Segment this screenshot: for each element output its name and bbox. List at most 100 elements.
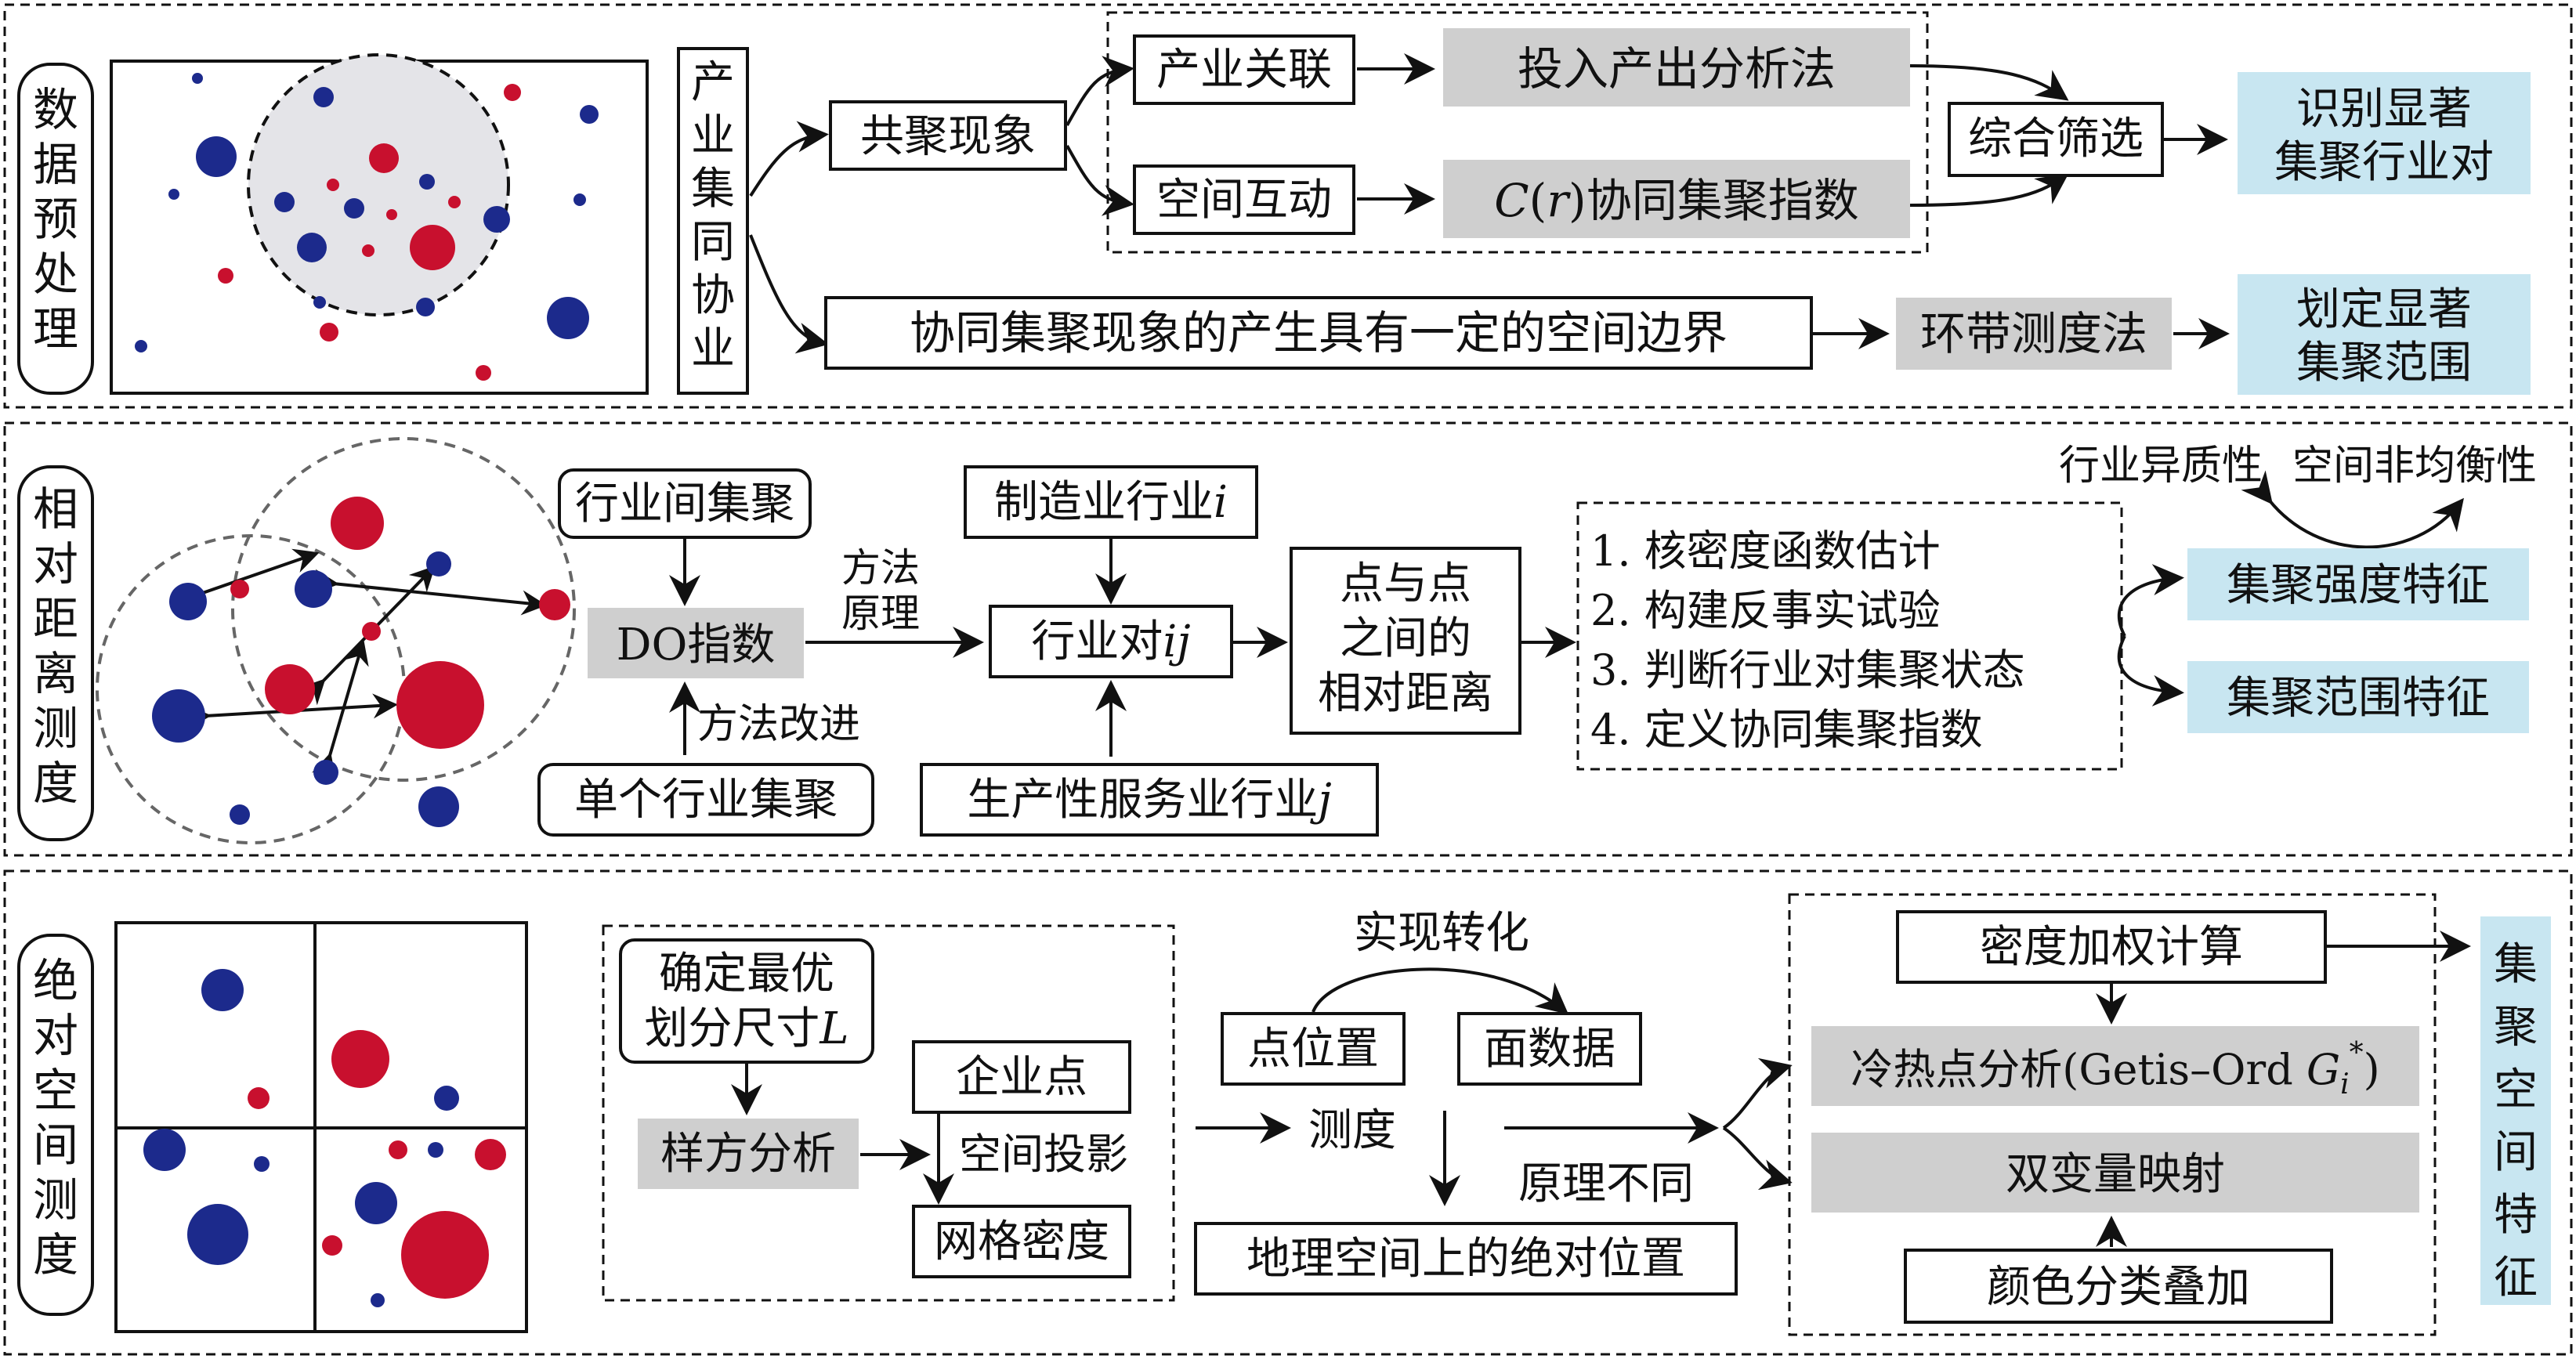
point [274, 192, 295, 212]
s2-title-c4: 测 [33, 702, 78, 755]
spatial-feature-box [2480, 916, 2551, 1305]
abs-position-text: 地理空间上的绝对位置 [1246, 1234, 1685, 1285]
area-data-text: 面数据 [1484, 1024, 1615, 1075]
realize-text: 实现转化 [1354, 908, 1529, 959]
point [475, 1139, 506, 1170]
s1-title-c0: 数 [33, 83, 78, 136]
point-position-text: 点位置 [1247, 1024, 1379, 1075]
s1-vl-c1: 业 [691, 110, 735, 161]
comprehensive-text: 综合筛选 [1968, 114, 2144, 164]
point [344, 198, 364, 219]
point [410, 225, 455, 270]
grid-density-box [912, 1205, 1131, 1278]
grid-density-text: 网格密度 [934, 1216, 1109, 1267]
s3-sf-c1: 聚 [2494, 1002, 2538, 1053]
optimal-2-text: 划分尺寸L [644, 1003, 848, 1054]
manufacturing-box [964, 465, 1258, 539]
point [580, 105, 599, 124]
point [295, 570, 332, 608]
s2-title-c2: 距 [33, 592, 78, 645]
point-dist-1: 点与点 [1340, 558, 1471, 609]
arrow-to-spatial-interaction [1065, 145, 1134, 216]
s3-title-c2: 空 [33, 1064, 78, 1117]
point-distance-box [1290, 547, 1521, 735]
pair-text: 行业对ij [1031, 616, 1190, 667]
do-index-text: DO指数 [617, 620, 776, 670]
industry-link-text: 产业关联 [1156, 45, 1332, 96]
point [230, 804, 250, 825]
method-improve-text: 方法改进 [697, 701, 860, 748]
principle-diff-text: 原理不同 [1518, 1158, 1694, 1209]
preprocess-points [135, 73, 599, 381]
range-circle-left [96, 534, 406, 844]
s3-title-c5: 度 [33, 1228, 78, 1281]
point [169, 583, 207, 620]
abs-position-box [1194, 1222, 1738, 1296]
panel-preprocessing [3, 3, 2573, 409]
define-line1: 划定显著 [2296, 284, 2472, 335]
intensity-text: 集聚强度特征 [2227, 560, 2490, 611]
relative-points [152, 497, 570, 827]
point [504, 84, 521, 101]
method-principle-1: 方法 [841, 545, 920, 591]
service-label: 生产性服务业行业 [967, 775, 1318, 826]
s3-title-c4: 测 [33, 1173, 78, 1227]
arrow-to-industry-link [1065, 56, 1134, 126]
point [547, 297, 589, 339]
point [483, 206, 510, 233]
s1-vl-c2: 集 [691, 164, 735, 215]
manufacturing-label: 制造业行业 [994, 477, 1214, 528]
io-spatial-group [1106, 11, 1929, 254]
define-box [2238, 274, 2531, 395]
hotspot-box [1811, 1026, 2419, 1106]
section3-title-box [17, 934, 94, 1316]
s3-sf-c3: 间 [2494, 1127, 2538, 1178]
pair-box [989, 605, 1233, 678]
point [331, 1030, 389, 1088]
optimal-L: L [819, 1003, 848, 1054]
point [230, 580, 249, 598]
cr-r: r [1547, 174, 1571, 227]
density-weight-text: 密度加权计算 [1980, 922, 2243, 973]
define-line2: 集聚范围 [2296, 338, 2472, 389]
s1-title-c1: 据 [33, 138, 78, 191]
s3-sf-c2: 空 [2494, 1064, 2538, 1115]
projection-text: 空间投影 [959, 1129, 1128, 1179]
cluster-circle [247, 53, 510, 316]
arrow-to-hotspot [1722, 1057, 1793, 1129]
point-dist-2: 之间的 [1340, 613, 1471, 664]
section1-title: 数 据 预 处 理 [33, 83, 78, 356]
single-industry-text: 单个行业集聚 [574, 775, 838, 826]
point [248, 1087, 270, 1109]
s2-title-c3: 离 [33, 647, 78, 700]
enterprise-text: 企业点 [956, 1052, 1087, 1103]
pair-ij: ij [1163, 616, 1190, 667]
density-weight-box [1896, 910, 2327, 984]
step-1: 1. 核密度函数估计 [1590, 526, 1941, 576]
point [389, 1140, 407, 1159]
s1-title-c2: 预 [33, 193, 78, 246]
arrow-to-cooccurrence [749, 121, 829, 197]
point [428, 1142, 443, 1158]
cr-index-text: C(r)协同集聚指数 [1494, 174, 1858, 227]
section1-title-box [17, 63, 94, 395]
point [313, 760, 338, 785]
pair-label: 行业对 [1031, 616, 1163, 667]
cr-C: C [1494, 174, 1529, 227]
panel-relative-distance [3, 421, 2573, 857]
arrow-to-boundary [749, 234, 829, 354]
section2-title-box [17, 465, 94, 841]
do-index-box [588, 608, 804, 678]
optimal-2: 划分尺寸 [644, 1003, 819, 1054]
arrow-to-intensity [2117, 564, 2184, 637]
point [265, 664, 315, 714]
point [322, 1235, 342, 1256]
point [401, 1211, 489, 1299]
steps-box [1576, 501, 2123, 771]
s3-sf-c5: 征 [2494, 1252, 2538, 1303]
manufacturing-i: i [1214, 477, 1228, 528]
point [201, 969, 244, 1011]
color-overlay-box [1904, 1249, 2333, 1324]
point [362, 244, 374, 257]
